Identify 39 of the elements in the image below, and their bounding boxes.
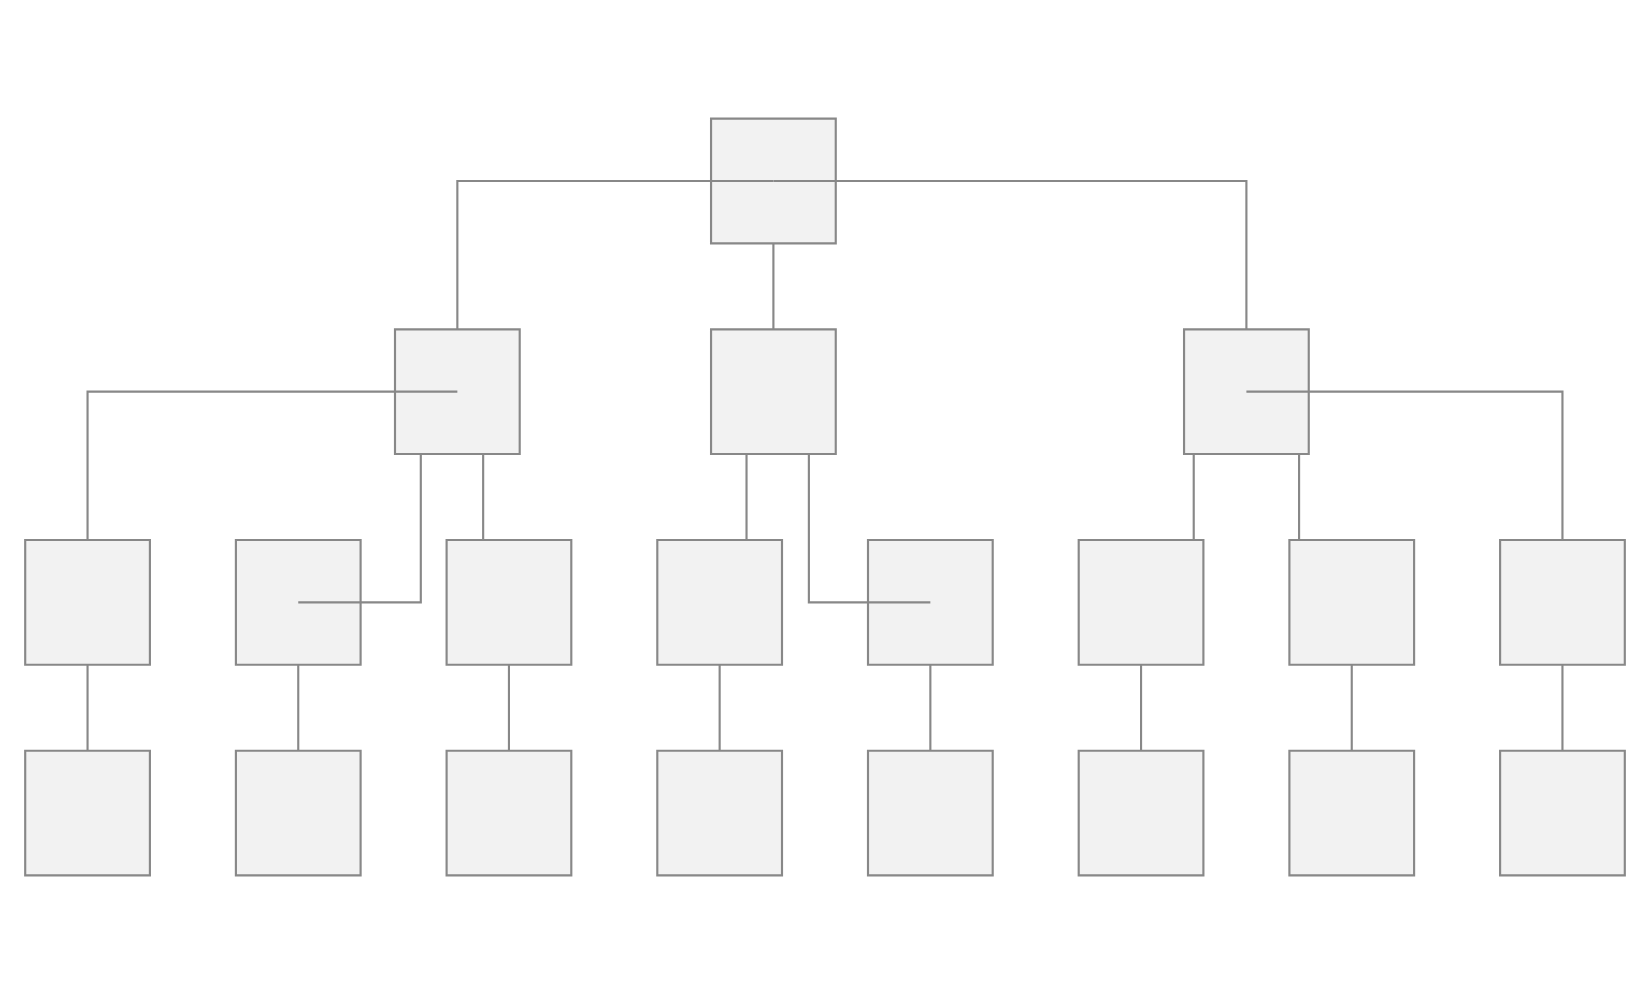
node-box (1077, 748, 1205, 876)
connector (297, 663, 300, 750)
connector (745, 453, 748, 539)
connector (298, 453, 422, 603)
node-box (866, 537, 994, 665)
connector (929, 663, 932, 750)
node-box (1288, 537, 1416, 665)
connector (86, 389, 458, 539)
node-box (24, 537, 151, 665)
node-box (1077, 537, 1205, 665)
node-box (393, 327, 521, 455)
node-box (1182, 327, 1310, 455)
node-box (445, 537, 573, 665)
connector (507, 663, 511, 750)
connector (1561, 663, 1564, 750)
node-box (656, 537, 784, 665)
node-box (24, 748, 151, 876)
connector (456, 178, 774, 329)
node-box (234, 748, 362, 876)
connector (718, 663, 721, 750)
connector (807, 453, 931, 603)
connector (1192, 453, 1195, 539)
node-box (445, 748, 573, 876)
node-box (1288, 748, 1416, 876)
node-box (866, 748, 994, 876)
connector (772, 242, 775, 329)
connector (773, 178, 1248, 329)
node-box (709, 116, 837, 244)
connector (86, 663, 89, 750)
node-box (656, 748, 784, 876)
connector (1298, 453, 1301, 539)
node-box (1499, 537, 1626, 665)
connector (1246, 389, 1564, 539)
node-box (234, 537, 362, 665)
connector (1139, 663, 1143, 750)
connector (482, 453, 485, 539)
node-box (709, 327, 837, 455)
node-box (1499, 748, 1626, 876)
connector (1350, 663, 1353, 750)
